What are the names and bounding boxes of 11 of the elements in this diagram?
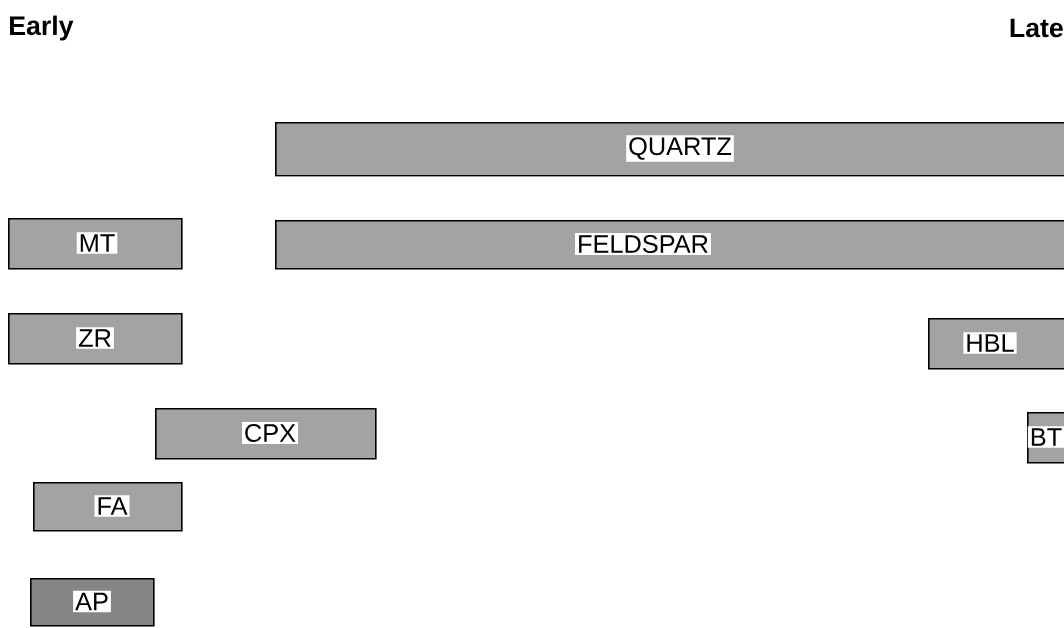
mineral-bar: QUARTZ: [275, 122, 1064, 177]
mineral-bar: FA: [33, 482, 183, 532]
mineral-bar: BT: [1027, 412, 1064, 464]
mineral-bar: AP: [30, 578, 155, 627]
axis-label: Early: [10, 15, 74, 41]
mineral-bar: ZR: [8, 313, 183, 365]
axis-label: Late: [1010, 18, 1063, 38]
mineral-bar: MT: [8, 218, 183, 270]
mineral-bar: HBL: [928, 318, 1064, 370]
mineral-bar: CPX: [155, 408, 377, 460]
mineral-bar: FELDSPAR: [275, 220, 1064, 270]
